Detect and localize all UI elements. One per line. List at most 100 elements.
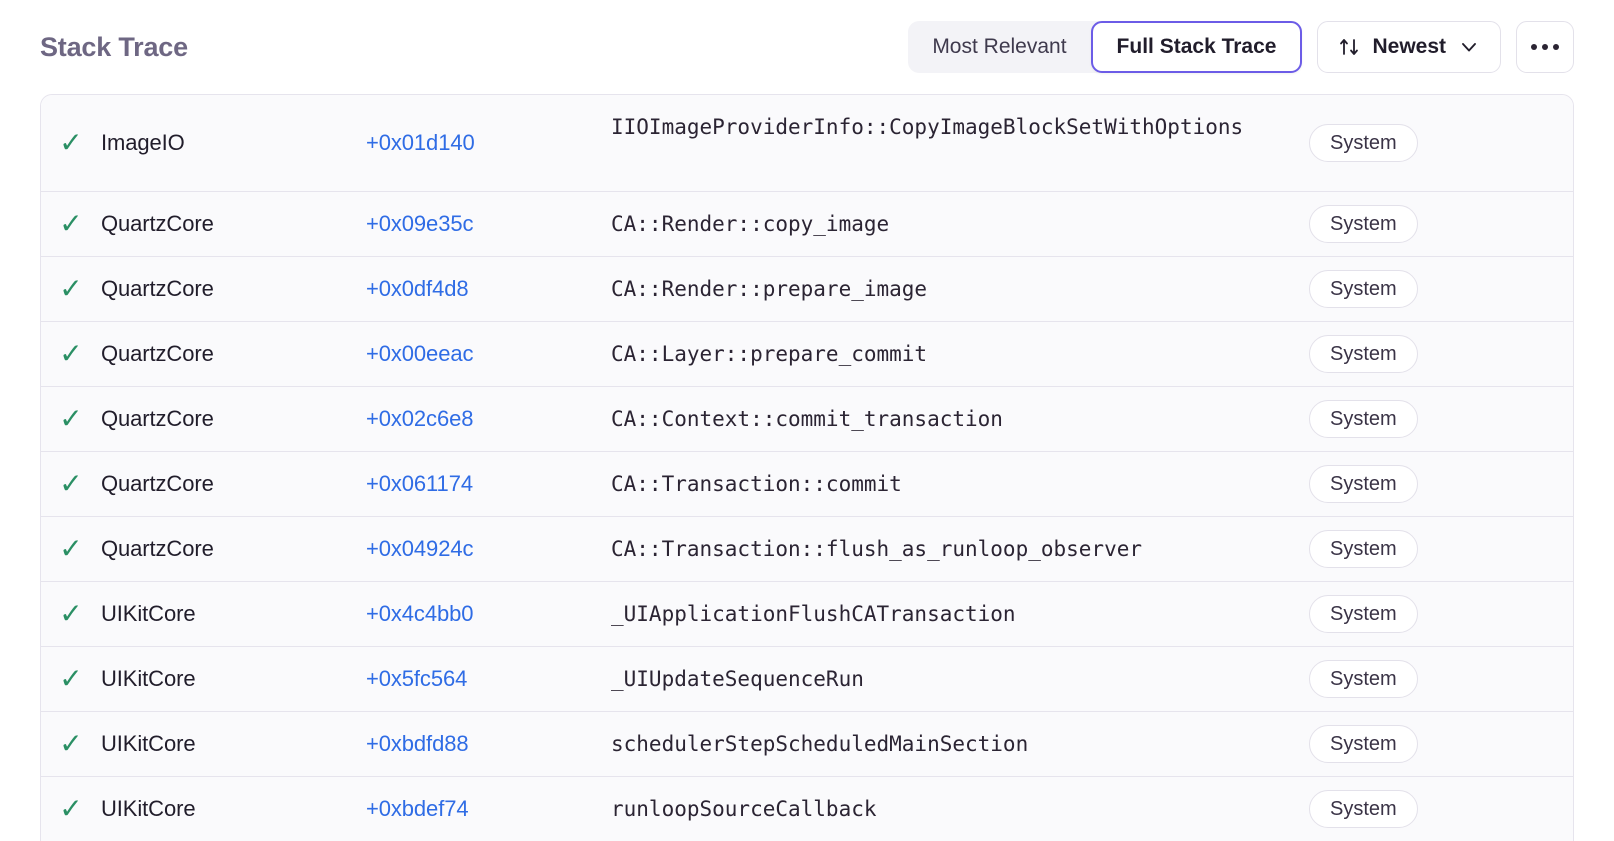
frame-status: ✓ xyxy=(41,192,101,256)
page-title: Stack Trace xyxy=(40,31,188,62)
stack-trace-panel: Stack Trace Most Relevant Full Stack Tra… xyxy=(40,0,1574,841)
status-badge: System xyxy=(1309,595,1418,633)
status-badge: System xyxy=(1309,790,1418,828)
frame-offset-link[interactable]: +0x5fc564 xyxy=(366,666,468,691)
table-row[interactable]: ✓ UIKitCore +0x5fc564 _UIUpdateSequenceR… xyxy=(41,646,1573,711)
frame-offset-link[interactable]: +0x0df4d8 xyxy=(366,276,469,301)
frame-module: UIKitCore xyxy=(101,666,196,691)
check-icon: ✓ xyxy=(59,467,83,500)
check-icon: ✓ xyxy=(59,727,83,760)
frame-module: UIKitCore xyxy=(101,601,196,626)
check-icon: ✓ xyxy=(59,207,83,240)
frame-badge-cell: System xyxy=(1301,712,1471,776)
table-row[interactable]: ✓ QuartzCore +0x00eeac CA::Layer::prepar… xyxy=(41,321,1573,386)
frame-symbol: CA::Render::copy_image xyxy=(611,212,890,236)
frame-status: ✓ xyxy=(41,777,101,841)
check-icon: ✓ xyxy=(59,792,83,825)
tab-most-relevant[interactable]: Most Relevant xyxy=(908,21,1090,73)
frame-status: ✓ xyxy=(41,517,101,581)
frame-offset-link[interactable]: +0x4c4bb0 xyxy=(366,601,474,626)
frame-offset-link[interactable]: +0x04924c xyxy=(366,536,474,561)
frame-symbol: runloopSourceCallback xyxy=(611,797,877,821)
table-row[interactable]: ✓ QuartzCore +0x061174 CA::Transaction::… xyxy=(41,451,1573,516)
frame-badge-cell: System xyxy=(1301,192,1471,256)
frame-symbol: _UIUpdateSequenceRun xyxy=(611,667,864,691)
panel-header: Stack Trace Most Relevant Full Stack Tra… xyxy=(40,0,1574,94)
tab-full-stack-trace[interactable]: Full Stack Trace xyxy=(1090,21,1303,73)
frame-offset-link[interactable]: +0x01d140 xyxy=(366,130,475,155)
frame-offset-link[interactable]: +0x09e35c xyxy=(366,211,474,236)
frame-module: ImageIO xyxy=(101,130,185,155)
view-mode-segmented-control[interactable]: Most Relevant Full Stack Trace xyxy=(908,21,1303,73)
frame-status: ✓ xyxy=(41,582,101,646)
status-badge: System xyxy=(1309,124,1418,162)
frame-module: QuartzCore xyxy=(101,536,214,561)
check-icon: ✓ xyxy=(59,597,83,630)
frame-status: ✓ xyxy=(41,95,101,191)
table-row[interactable]: ✓ QuartzCore +0x09e35c CA::Render::copy_… xyxy=(41,191,1573,256)
status-badge: System xyxy=(1309,465,1418,503)
frame-symbol: CA::Context::commit_transaction xyxy=(611,407,1003,431)
frame-badge-cell: System xyxy=(1301,582,1471,646)
frame-symbol: IIOImageProviderInfo::CopyImageBlockSetW… xyxy=(611,115,1244,139)
status-badge: System xyxy=(1309,270,1418,308)
frame-symbol: CA::Transaction::flush_as_runloop_observ… xyxy=(611,537,1143,561)
frame-module: QuartzCore xyxy=(101,471,214,496)
stack-trace-table: ✓ ImageIO +0x01d140 IIOImageProviderInfo… xyxy=(40,94,1574,841)
frame-badge-cell: System xyxy=(1301,517,1471,581)
frame-symbol: CA::Render::prepare_image xyxy=(611,277,928,301)
table-row[interactable]: ✓ UIKitCore +0xbdef74 runloopSourceCallb… xyxy=(41,776,1573,841)
ellipsis-icon xyxy=(1531,44,1559,50)
frame-status: ✓ xyxy=(41,387,101,451)
sort-label: Newest xyxy=(1372,35,1446,58)
frame-symbol: schedulerStepScheduledMainSection xyxy=(611,732,1029,756)
frame-module: QuartzCore xyxy=(101,341,214,366)
frame-badge-cell: System xyxy=(1301,777,1471,841)
frame-module: UIKitCore xyxy=(101,731,196,756)
chevron-down-icon xyxy=(1458,36,1480,58)
check-icon: ✓ xyxy=(59,337,83,370)
frame-offset-link[interactable]: +0xbdfd88 xyxy=(366,731,469,756)
frame-symbol: CA::Transaction::commit xyxy=(611,472,902,496)
frame-status: ✓ xyxy=(41,712,101,776)
status-badge: System xyxy=(1309,530,1418,568)
frame-status: ✓ xyxy=(41,647,101,711)
frame-module: UIKitCore xyxy=(101,796,196,821)
status-badge: System xyxy=(1309,725,1418,763)
check-icon: ✓ xyxy=(59,272,83,305)
status-badge: System xyxy=(1309,400,1418,438)
sort-button[interactable]: Newest xyxy=(1317,21,1501,73)
check-icon: ✓ xyxy=(59,126,83,159)
frame-offset-link[interactable]: +0x061174 xyxy=(366,471,473,496)
status-badge: System xyxy=(1309,660,1418,698)
frame-module: QuartzCore xyxy=(101,211,214,236)
status-badge: System xyxy=(1309,335,1418,373)
table-row[interactable]: ✓ UIKitCore +0xbdfd88 schedulerStepSched… xyxy=(41,711,1573,776)
frame-badge-cell: System xyxy=(1301,452,1471,516)
frame-offset-link[interactable]: +0xbdef74 xyxy=(366,796,469,821)
frame-badge-cell: System xyxy=(1301,257,1471,321)
frame-badge-cell: System xyxy=(1301,322,1471,386)
frame-status: ✓ xyxy=(41,257,101,321)
more-options-button[interactable] xyxy=(1516,21,1574,73)
table-row[interactable]: ✓ QuartzCore +0x0df4d8 CA::Render::prepa… xyxy=(41,256,1573,321)
status-badge: System xyxy=(1309,205,1418,243)
table-row[interactable]: ✓ QuartzCore +0x04924c CA::Transaction::… xyxy=(41,516,1573,581)
header-controls: Most Relevant Full Stack Trace Newest xyxy=(908,21,1574,73)
table-row[interactable]: ✓ QuartzCore +0x02c6e8 CA::Context::comm… xyxy=(41,386,1573,451)
frame-symbol: _UIApplicationFlushCATransaction xyxy=(611,602,1016,626)
check-icon: ✓ xyxy=(59,662,83,695)
frame-module: QuartzCore xyxy=(101,276,214,301)
frame-status: ✓ xyxy=(41,322,101,386)
frame-badge-cell: System xyxy=(1301,95,1471,191)
frame-symbol: CA::Layer::prepare_commit xyxy=(611,342,928,366)
frame-offset-link[interactable]: +0x00eeac xyxy=(366,341,474,366)
frame-module: QuartzCore xyxy=(101,406,214,431)
table-row[interactable]: ✓ ImageIO +0x01d140 IIOImageProviderInfo… xyxy=(41,95,1573,191)
frame-badge-cell: System xyxy=(1301,647,1471,711)
check-icon: ✓ xyxy=(59,532,83,565)
table-row[interactable]: ✓ UIKitCore +0x4c4bb0 _UIApplicationFlus… xyxy=(41,581,1573,646)
frame-badge-cell: System xyxy=(1301,387,1471,451)
frame-offset-link[interactable]: +0x02c6e8 xyxy=(366,406,474,431)
frame-status: ✓ xyxy=(41,452,101,516)
